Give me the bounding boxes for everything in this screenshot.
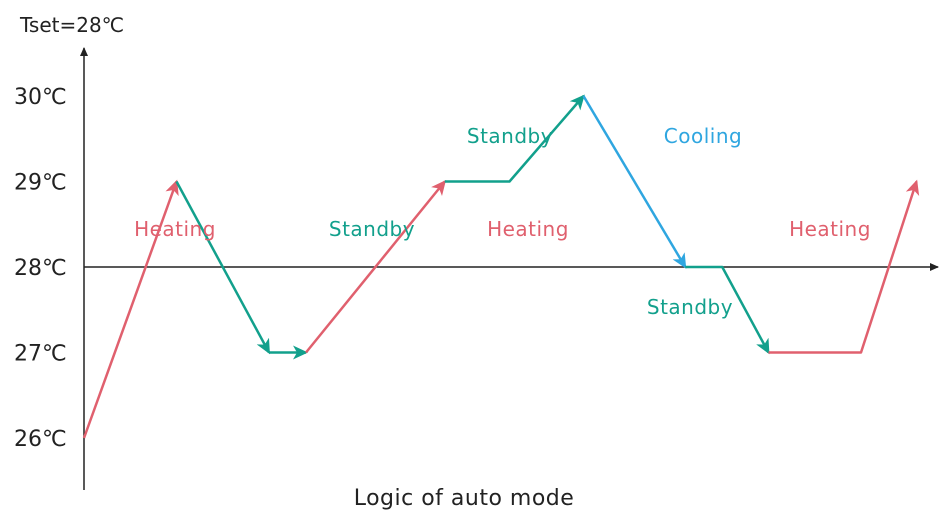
- chart-title: Tset=28℃: [19, 13, 124, 37]
- y-tick-labels: 30℃ 29℃ 28℃ 27℃ 26℃: [14, 85, 67, 452]
- y-tick-label: 30℃: [14, 85, 67, 110]
- segment-label-heating: Heating: [487, 217, 569, 241]
- segment-label-standby: Standby: [467, 124, 553, 148]
- segment-heating: [305, 179, 447, 354]
- segment-label-heating: Heating: [134, 217, 216, 241]
- segment-heating: [768, 179, 920, 354]
- segment-standby: [175, 180, 271, 355]
- segment-label-standby: Standby: [329, 217, 415, 241]
- x-axis-caption: Logic of auto mode: [354, 486, 575, 511]
- y-tick-label: 26℃: [14, 427, 67, 452]
- segment-label-cooling: Cooling: [664, 124, 742, 148]
- segment-label-standby: Standby: [647, 295, 733, 319]
- segment-standby: [444, 94, 585, 183]
- segment-label-heating: Heating: [789, 217, 871, 241]
- segment-standby: [685, 265, 770, 355]
- temperature-series: [82, 94, 920, 439]
- y-tick-label: 28℃: [14, 256, 67, 281]
- y-tick-label: 29℃: [14, 171, 67, 196]
- segment-heating: [82, 179, 179, 439]
- segment-cooling: [582, 95, 687, 269]
- y-tick-label: 27℃: [14, 342, 67, 367]
